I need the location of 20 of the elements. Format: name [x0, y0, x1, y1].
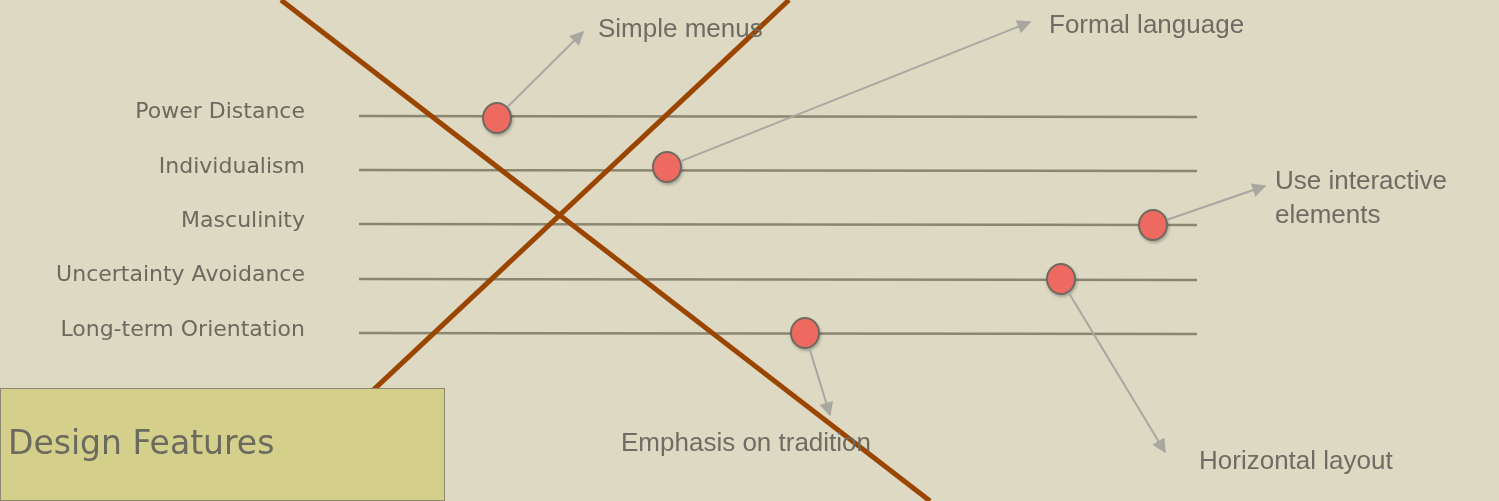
slider-dot: [482, 102, 512, 134]
feature-text: Formal language: [1049, 7, 1349, 41]
dimension-label: Long-term Orientation: [60, 316, 305, 341]
slider-dot: [1138, 209, 1168, 241]
arrow: [1166, 183, 1267, 221]
feature-text: Horizontal layout: [1199, 443, 1479, 477]
heading-panel: [0, 388, 445, 501]
dimension-label: Masculinity: [181, 207, 305, 232]
arrow: [506, 31, 584, 108]
feature-text: Use interactive elements: [1275, 163, 1499, 231]
slider-dot: [652, 151, 682, 183]
dimension-label: Uncertainty Avoidance: [56, 261, 305, 286]
arrow: [679, 20, 1032, 163]
dimension-label: Individualism: [158, 153, 305, 178]
arrow: [808, 347, 833, 417]
slider-dot: [1046, 263, 1076, 295]
dimension-label: Power Distance: [135, 98, 305, 123]
heading-text: Design Features: [8, 423, 275, 462]
arrow: [1067, 291, 1166, 454]
slider-dot: [790, 317, 820, 349]
